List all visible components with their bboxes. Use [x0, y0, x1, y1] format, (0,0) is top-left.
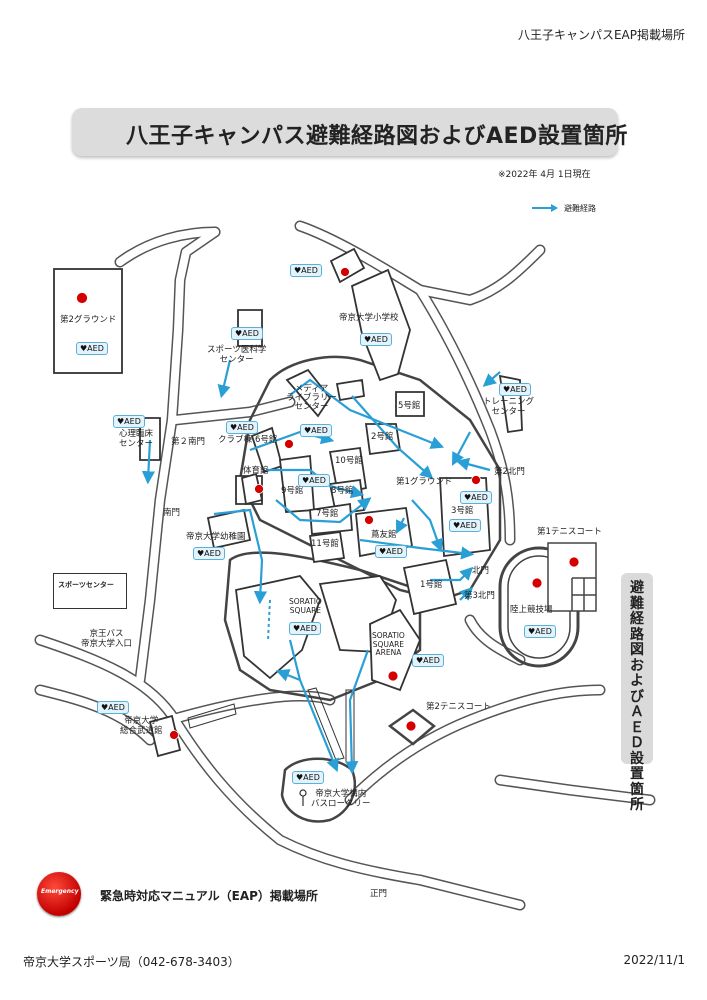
route-dashed	[267, 599, 271, 641]
label-tennis1: 第1テニスコート	[537, 527, 602, 537]
label-gate-north3: 第3北門	[464, 591, 495, 601]
label-bldg8: 8号館	[331, 486, 354, 496]
page-title: 八王子キャンパス避難経路図およびAED設置箇所	[126, 124, 628, 149]
title-band	[72, 108, 618, 156]
evacuation-routes	[141, 359, 501, 775]
label-gym: 体育館	[243, 466, 269, 476]
label-kindergarten: 帝京大学幼稚園	[186, 532, 246, 542]
aed-badge: ♥AED	[76, 342, 108, 355]
label-bldg2: 2号館	[371, 432, 394, 442]
label-club: クラブ棟	[218, 435, 253, 445]
label-media-library: メディア ライブラリー センター	[286, 384, 338, 412]
aed-badge: ♥AED	[412, 654, 444, 667]
label-sports-medicine: スポーツ医科学 センター	[207, 345, 267, 365]
aed-badge: ♥AED	[524, 625, 556, 638]
label-bus-stop: 京王バス 帝京大学入口	[81, 629, 133, 649]
footer-date: 2022/11/1	[623, 953, 685, 967]
label-bldg6: 6号館	[255, 435, 278, 445]
label-budokan: 帝京大学 総合武道館	[120, 716, 163, 736]
label-bldg11: 11号館	[311, 539, 339, 549]
aed-badge: ♥AED	[289, 622, 321, 635]
label-training: トレーニング センター	[483, 397, 535, 417]
label-track: 陸上競技場	[510, 605, 553, 615]
legend-route-label: 避難経路	[564, 204, 596, 213]
side-tab-text: 避難経路図およびＡＥＤ設置箇所	[630, 580, 644, 813]
label-bldg3: 3号館	[451, 506, 474, 516]
label-primary-school: 帝京大学小学校	[339, 313, 399, 323]
aed-badge: ♥AED	[298, 474, 330, 487]
side-tab	[621, 573, 653, 764]
aed-badge: ♥AED	[290, 264, 322, 277]
legend-route-arrow-icon	[532, 204, 558, 212]
aed-badge: ♥AED	[193, 547, 225, 560]
aed-badge: ♥AED	[97, 701, 129, 714]
label-gate-north2: 第2北門	[494, 467, 525, 477]
label-bldg10: 10号館	[335, 456, 363, 466]
aed-badge: ♥AED	[360, 333, 392, 346]
label-gate-south2: 第２南門	[171, 437, 206, 447]
eap-legend-label: 緊急時対応マニュアル（EAP）掲載場所	[100, 889, 318, 903]
label-soratio-arena: SORATIO SQUARE ARENA	[372, 631, 405, 658]
emergency-logo-text: Emergency	[41, 888, 79, 895]
label-sogokan: 蔦友館	[371, 530, 397, 540]
aed-badge: ♥AED	[449, 519, 481, 532]
label-ground1: 第1グラウンド	[396, 477, 453, 487]
label-gate-south: 南門	[163, 508, 181, 518]
bus-stop-pin-icon	[299, 789, 307, 806]
emergency-logo-icon	[37, 872, 81, 916]
label-bldg1: 1号館	[420, 580, 443, 590]
label-main-gate: 正門	[370, 889, 388, 899]
label-soratio-square: SORATIO SQUARE	[289, 597, 322, 615]
label-bldg7: 7号館	[316, 509, 339, 519]
label-tennis2: 第2テニスコート	[426, 702, 491, 712]
label-psych-clinic: 心理臨床 センター	[119, 429, 154, 449]
aed-badge: ♥AED	[460, 491, 492, 504]
aed-badge: ♥AED	[113, 415, 145, 428]
label-bldg5: 5号館	[398, 401, 421, 411]
label-ground2: 第2グラウンド	[60, 315, 117, 325]
footer-contact: 帝京大学スポーツ局（042-678-3403）	[23, 955, 240, 969]
aed-badge: ♥AED	[226, 421, 258, 434]
label-bldg9: 9号館	[281, 486, 304, 496]
label-bus-rotary: 帝京大学構内 バスロータリー	[311, 789, 371, 809]
date-note: ※2022年 4月 1日現在	[498, 170, 591, 180]
aed-badge: ♥AED	[292, 771, 324, 784]
label-gate-north: 北門	[472, 566, 490, 576]
top-note: 八王子キャンパスEAP掲載場所	[517, 28, 685, 42]
sports-center-box	[53, 573, 127, 609]
aed-badge: ♥AED	[231, 327, 263, 340]
sports-center-label: スポーツセンター	[58, 581, 114, 589]
aed-badge: ♥AED	[499, 383, 531, 396]
aed-badge: ♥AED	[375, 545, 407, 558]
roads	[34, 220, 656, 911]
aed-badge: ♥AED	[300, 424, 332, 437]
